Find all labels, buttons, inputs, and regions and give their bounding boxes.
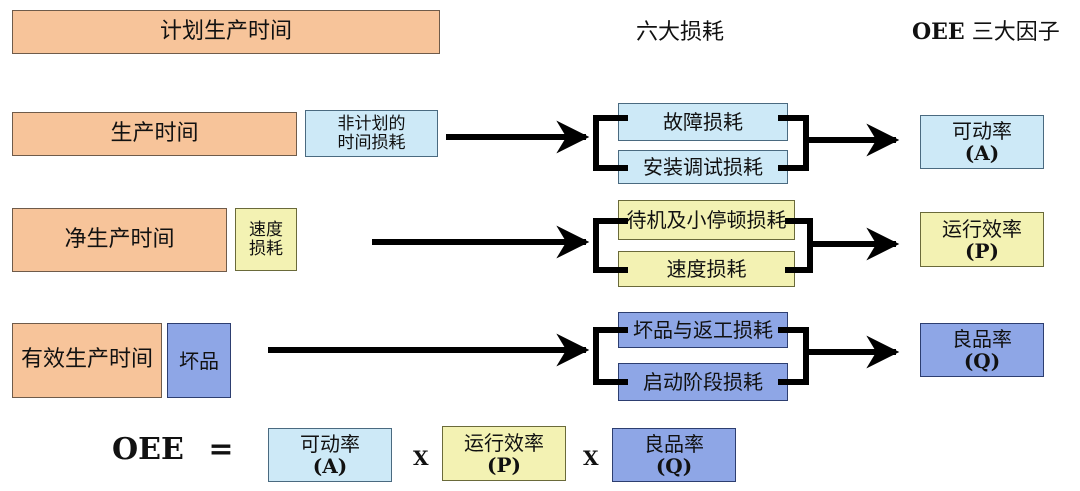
formula-availability-name: 可动率 [300, 432, 360, 456]
formula-quality-box: 良品率 (Q) [612, 428, 736, 482]
production-time-box: 生产时间 [12, 112, 297, 156]
breakdown-loss-label: 故障损耗 [663, 110, 743, 134]
speed-loss-small-line2: 损耗 [249, 238, 283, 259]
net-production-time-box: 净生产时间 [12, 208, 227, 272]
startup-loss-label: 启动阶段损耗 [643, 370, 763, 394]
unplanned-time-loss-line1: 非计划的 [337, 113, 406, 134]
formula-performance-symbol: (P) [487, 452, 521, 477]
speed-loss-small-line1: 速度 [249, 219, 283, 240]
speed-loss-box: 速度损耗 [618, 251, 795, 287]
performance-factor-name: 运行效率 [942, 216, 1022, 241]
unplanned-time-loss-box: 非计划的 时间损耗 [305, 110, 438, 157]
idling-minor-stops-loss-label: 待机及小停顿损耗 [626, 208, 787, 232]
defect-rework-loss-label: 坏品与返工损耗 [633, 318, 773, 342]
quality-factor-box: 良品率 (Q) [920, 323, 1044, 377]
oee-factors-header: OEE 三大因子 [912, 14, 1060, 46]
oee-factors-suffix: 三大因子 [971, 20, 1060, 45]
six-losses-header: 六大损耗 [636, 20, 725, 45]
effective-production-time-label: 有效生产时间 [20, 347, 153, 373]
speed-loss-small-box: 速度 损耗 [235, 208, 297, 271]
defect-small-box: 坏品 [167, 323, 231, 398]
defect-small-label: 坏品 [179, 348, 219, 373]
formula-oee-text: OEE [112, 432, 184, 467]
speed-loss-label: 速度损耗 [666, 257, 747, 281]
availability-factor-symbol: (A) [964, 141, 1000, 165]
defect-rework-loss-box: 坏品与返工损耗 [618, 312, 788, 348]
planned-production-time-box: 计划生产时间 [12, 10, 440, 54]
performance-factor-symbol: (P) [965, 238, 999, 263]
breakdown-loss-box: 故障损耗 [618, 103, 788, 141]
formula-oee-label: OEE = [112, 432, 233, 467]
net-production-time-label: 净生产时间 [64, 226, 175, 252]
availability-factor-box: 可动率 (A) [920, 115, 1044, 169]
quality-factor-symbol: (Q) [963, 349, 1001, 373]
performance-factor-box: 运行效率 (P) [920, 212, 1044, 267]
formula-quality-symbol: (Q) [655, 454, 693, 478]
setup-adjustment-loss-box: 安装调试损耗 [618, 150, 788, 184]
formula-performance-name: 运行效率 [464, 430, 544, 455]
formula-times-1: X [413, 446, 429, 470]
unplanned-time-loss-line2: 时间损耗 [337, 132, 406, 153]
availability-factor-name: 可动率 [952, 119, 1012, 143]
formula-availability-box: 可动率 (A) [268, 428, 392, 482]
formula-performance-box: 运行效率 (P) [442, 426, 566, 481]
setup-adjustment-loss-label: 安装调试损耗 [643, 155, 763, 179]
formula-quality-name: 良品率 [644, 432, 704, 456]
formula-availability-symbol: (A) [312, 454, 348, 478]
idling-minor-stops-loss-box: 待机及小停顿损耗 [618, 200, 795, 240]
planned-production-time-label: 计划生产时间 [159, 18, 292, 44]
quality-factor-name: 良品率 [952, 327, 1012, 351]
formula-equals: = [208, 432, 234, 467]
startup-loss-box: 启动阶段损耗 [618, 363, 788, 401]
production-time-label: 生产时间 [110, 120, 199, 146]
formula-times-2: X [583, 446, 599, 470]
effective-production-time-box: 有效生产时间 [12, 323, 162, 398]
oee-factors-prefix: OEE [912, 19, 965, 45]
